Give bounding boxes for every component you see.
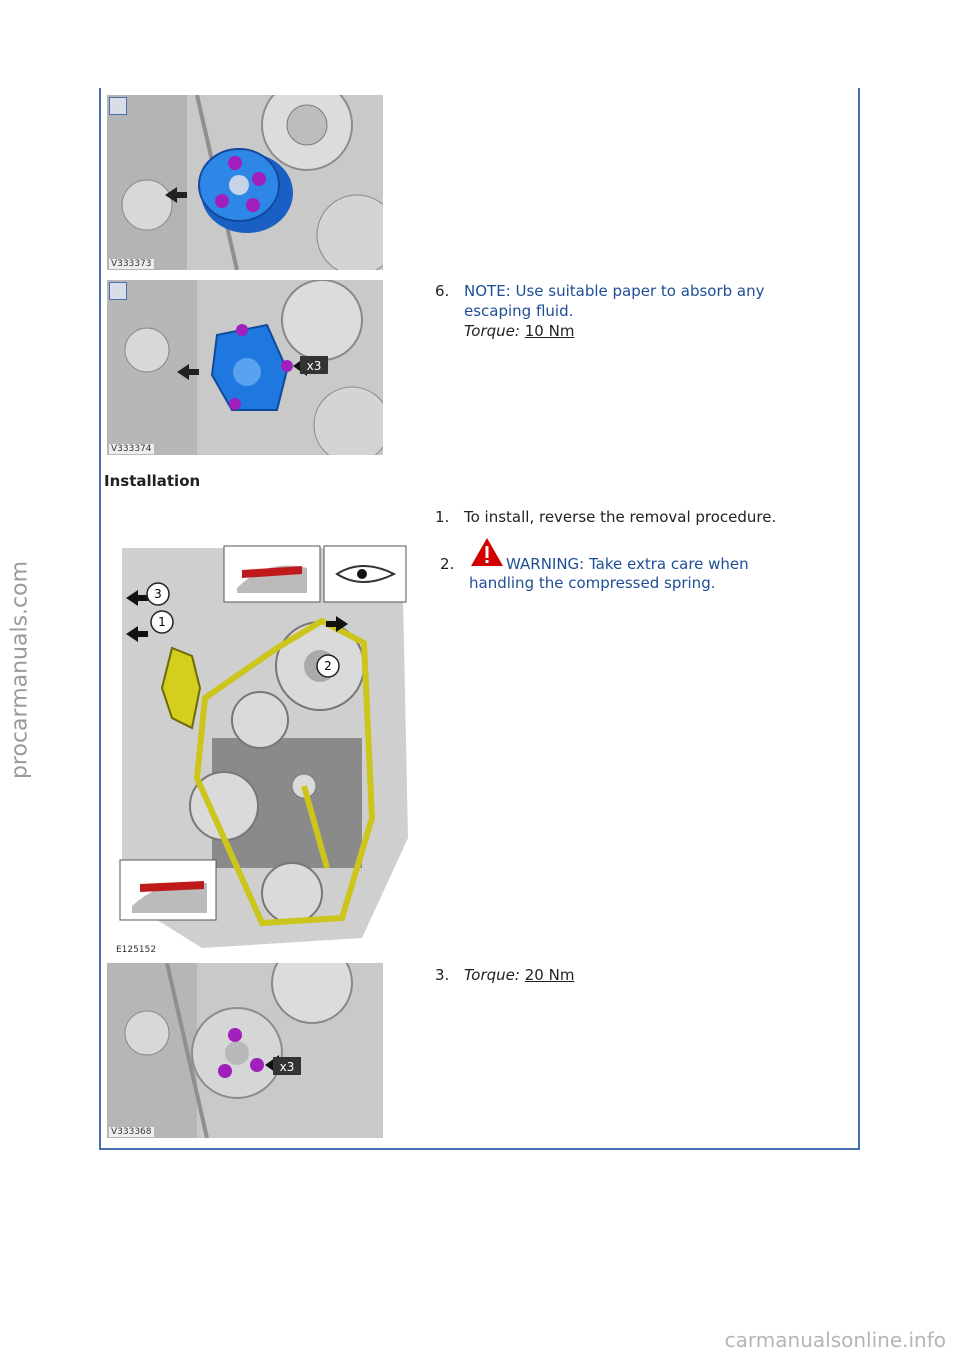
figure-belt: 3 1 2 E125152 [112, 538, 408, 956]
step-text: To install, reverse the removal procedur… [464, 508, 777, 526]
torque-label: Torque: [464, 966, 520, 984]
quantity-callout: x3 [307, 359, 322, 373]
torque-label: Torque: [464, 322, 520, 340]
figure-code: E125152 [114, 945, 159, 955]
install-step-2: 2. WARNING: Take extra care when handlin… [440, 537, 820, 597]
zoom-icon[interactable] [109, 282, 127, 300]
content-frame [99, 88, 860, 1150]
warning-icon [471, 538, 503, 566]
engine-illustration-4: x3 [107, 963, 383, 1138]
torque-value[interactable]: 20 Nm [524, 966, 575, 984]
figure-pump: x3 V333374 [107, 280, 383, 455]
side-watermark: procarmanuals.com [7, 560, 33, 780]
warning-text: WARNING: Take extra care when [506, 555, 749, 573]
callout-1: 1 [158, 615, 166, 629]
install-step-3: 3. Torque: 20 Nm [435, 965, 735, 987]
figure-code: V333374 [109, 444, 154, 454]
step-note-cont: escaping fluid. [464, 302, 574, 320]
belt-routing-illustration: 3 1 2 [112, 538, 408, 956]
figure-code: V333368 [109, 1127, 154, 1137]
torque-value[interactable]: 10 Nm [524, 322, 575, 340]
section-heading: Installation [104, 472, 201, 490]
engine-illustration-2: x3 [107, 280, 383, 455]
step-number: 6. [435, 282, 450, 300]
figure-crank-pulley: x3 V333368 [107, 963, 383, 1138]
zoom-icon[interactable] [109, 97, 127, 115]
bottom-watermark: carmanualsonline.info [724, 1328, 946, 1352]
step-number: 3. [435, 966, 450, 984]
install-step-1: 1. To install, reverse the removal proce… [435, 507, 835, 529]
callout-2: 2 [324, 659, 332, 673]
engine-illustration-1 [107, 95, 383, 270]
figure-code: V333373 [109, 259, 154, 269]
figure-pulley: V333373 [107, 95, 383, 270]
quantity-callout: x3 [280, 1060, 295, 1074]
callout-3: 3 [154, 587, 162, 601]
step-6: 6. NOTE: Use suitable paper to absorb an… [435, 281, 815, 341]
step-note: NOTE: Use suitable paper to absorb any [464, 282, 765, 300]
step-number: 2. [440, 555, 455, 573]
warning-text-cont: handling the compressed spring. [469, 574, 716, 592]
step-number: 1. [435, 508, 450, 526]
